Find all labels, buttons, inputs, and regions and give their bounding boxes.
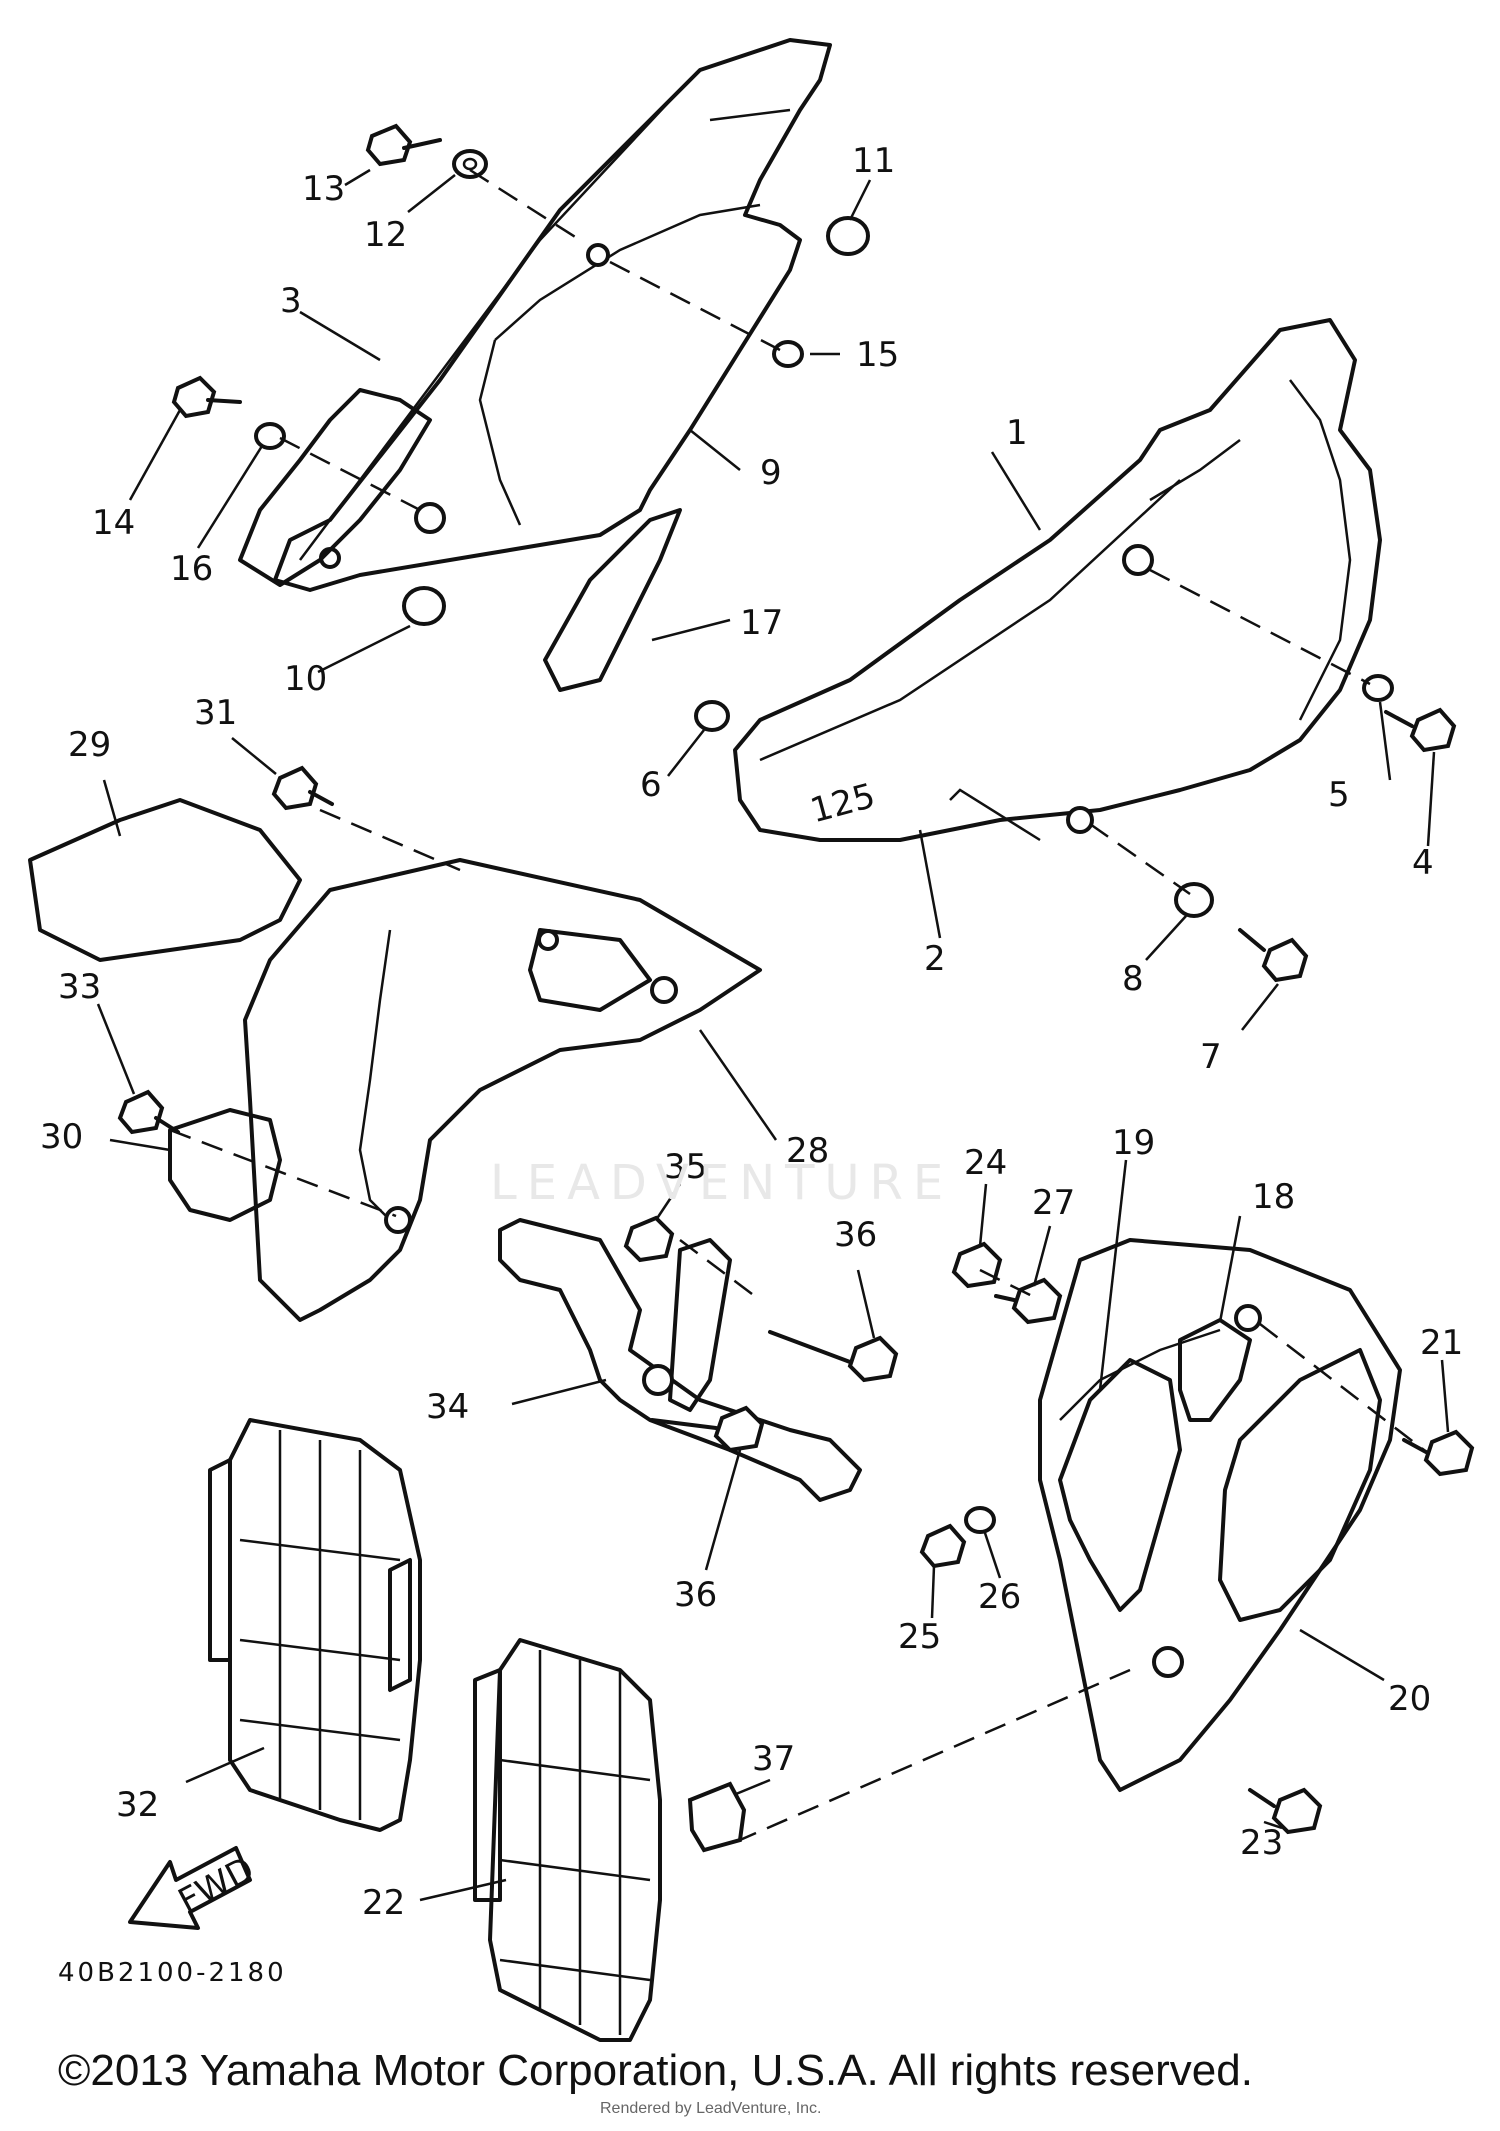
bolt-36-lower xyxy=(650,1405,765,1453)
callout-8: 8 xyxy=(1122,959,1144,999)
callout-25: 25 xyxy=(898,1617,941,1657)
callout-14: 14 xyxy=(92,503,135,543)
washer-16 xyxy=(254,422,286,450)
catalog-code: 40B2100-2180 xyxy=(58,1958,287,1988)
radiator-louver-32 xyxy=(208,1418,422,1832)
callout-18: 18 xyxy=(1252,1177,1295,1217)
callout-36-lower: 36 xyxy=(674,1575,717,1615)
callout-13: 13 xyxy=(302,169,345,209)
callout-17: 17 xyxy=(740,603,783,643)
callout-labels: 1 2 3 4 5 6 7 8 9 10 11 12 13 14 15 16 1… xyxy=(40,141,1463,1923)
bolt-33 xyxy=(117,1089,180,1135)
callout-2: 2 xyxy=(924,939,946,979)
callout-5: 5 xyxy=(1328,775,1350,815)
watermark: LEADVENTURE xyxy=(490,1155,954,1211)
nut-35 xyxy=(623,1215,675,1263)
callout-11: 11 xyxy=(852,141,895,181)
callout-23: 23 xyxy=(1240,1823,1283,1863)
decal-29 xyxy=(28,798,302,962)
side-cover-upper-left xyxy=(273,38,832,592)
bolt-7 xyxy=(1238,928,1309,983)
callout-33: 33 xyxy=(58,967,101,1007)
decal-30 xyxy=(168,1108,282,1222)
bolt-21 xyxy=(1402,1429,1475,1477)
washer-26 xyxy=(964,1506,996,1534)
assembly-lines xyxy=(169,168,1425,1842)
bolt-23 xyxy=(1248,1787,1323,1835)
grommet-10 xyxy=(402,586,446,626)
callout-21: 21 xyxy=(1420,1323,1463,1363)
radiator-louver-22 xyxy=(473,1638,662,2042)
callout-7: 7 xyxy=(1200,1037,1222,1077)
bolt-4 xyxy=(1384,707,1457,753)
side-cover-right: 125 xyxy=(733,318,1382,842)
leader-lines xyxy=(96,168,1450,1902)
callout-31: 31 xyxy=(194,693,237,733)
callout-28: 28 xyxy=(786,1131,829,1171)
grommet-11 xyxy=(826,216,870,256)
callout-15: 15 xyxy=(856,335,899,375)
clip-37 xyxy=(687,1781,747,1853)
bolt-36-upper xyxy=(768,1330,899,1383)
callout-36-upper: 36 xyxy=(834,1215,877,1255)
bolt-13 xyxy=(365,123,442,167)
nut-15 xyxy=(772,340,804,368)
bolt-14 xyxy=(171,375,242,419)
callout-30: 30 xyxy=(40,1117,83,1157)
callout-6: 6 xyxy=(640,765,662,805)
bolt-27 xyxy=(994,1277,1063,1325)
callout-4: 4 xyxy=(1412,843,1434,883)
decal-strip-17 xyxy=(543,508,682,692)
nut-24 xyxy=(951,1241,1003,1289)
radiator-shroud-20 xyxy=(1038,1238,1402,1792)
decal-125: 125 xyxy=(806,776,879,831)
callout-24: 24 xyxy=(964,1143,1007,1183)
callout-32: 32 xyxy=(116,1785,159,1825)
callout-16: 16 xyxy=(170,549,213,589)
callout-19: 19 xyxy=(1112,1123,1155,1163)
fwd-arrow-icon: FWD xyxy=(128,1846,261,1930)
washer-5 xyxy=(1362,674,1394,702)
callout-3: 3 xyxy=(280,281,302,321)
callout-34: 34 xyxy=(426,1387,469,1427)
callout-27: 27 xyxy=(1032,1183,1075,1223)
radiator-bracket-34 xyxy=(498,1218,862,1502)
callout-20: 20 xyxy=(1388,1679,1431,1719)
callout-10: 10 xyxy=(284,659,327,699)
grommet-6 xyxy=(694,700,730,732)
bolt-31 xyxy=(271,765,334,811)
radiator-shroud-28 xyxy=(243,858,762,1322)
washer-12 xyxy=(452,149,488,179)
bolt-25 xyxy=(919,1523,967,1569)
callout-26: 26 xyxy=(978,1577,1021,1617)
callout-22: 22 xyxy=(362,1883,405,1923)
copyright-notice: ©2013 Yamaha Motor Corporation, U.S.A. A… xyxy=(58,2046,1253,2095)
bracket-3 xyxy=(238,388,432,587)
callout-1: 1 xyxy=(1006,413,1028,453)
callout-12: 12 xyxy=(364,215,407,255)
callout-9: 9 xyxy=(760,453,782,493)
callout-37: 37 xyxy=(752,1739,795,1779)
rendered-by-credit: Rendered by LeadVenture, Inc. xyxy=(600,2100,822,2117)
callout-29: 29 xyxy=(68,725,111,765)
callout-35: 35 xyxy=(664,1147,707,1187)
